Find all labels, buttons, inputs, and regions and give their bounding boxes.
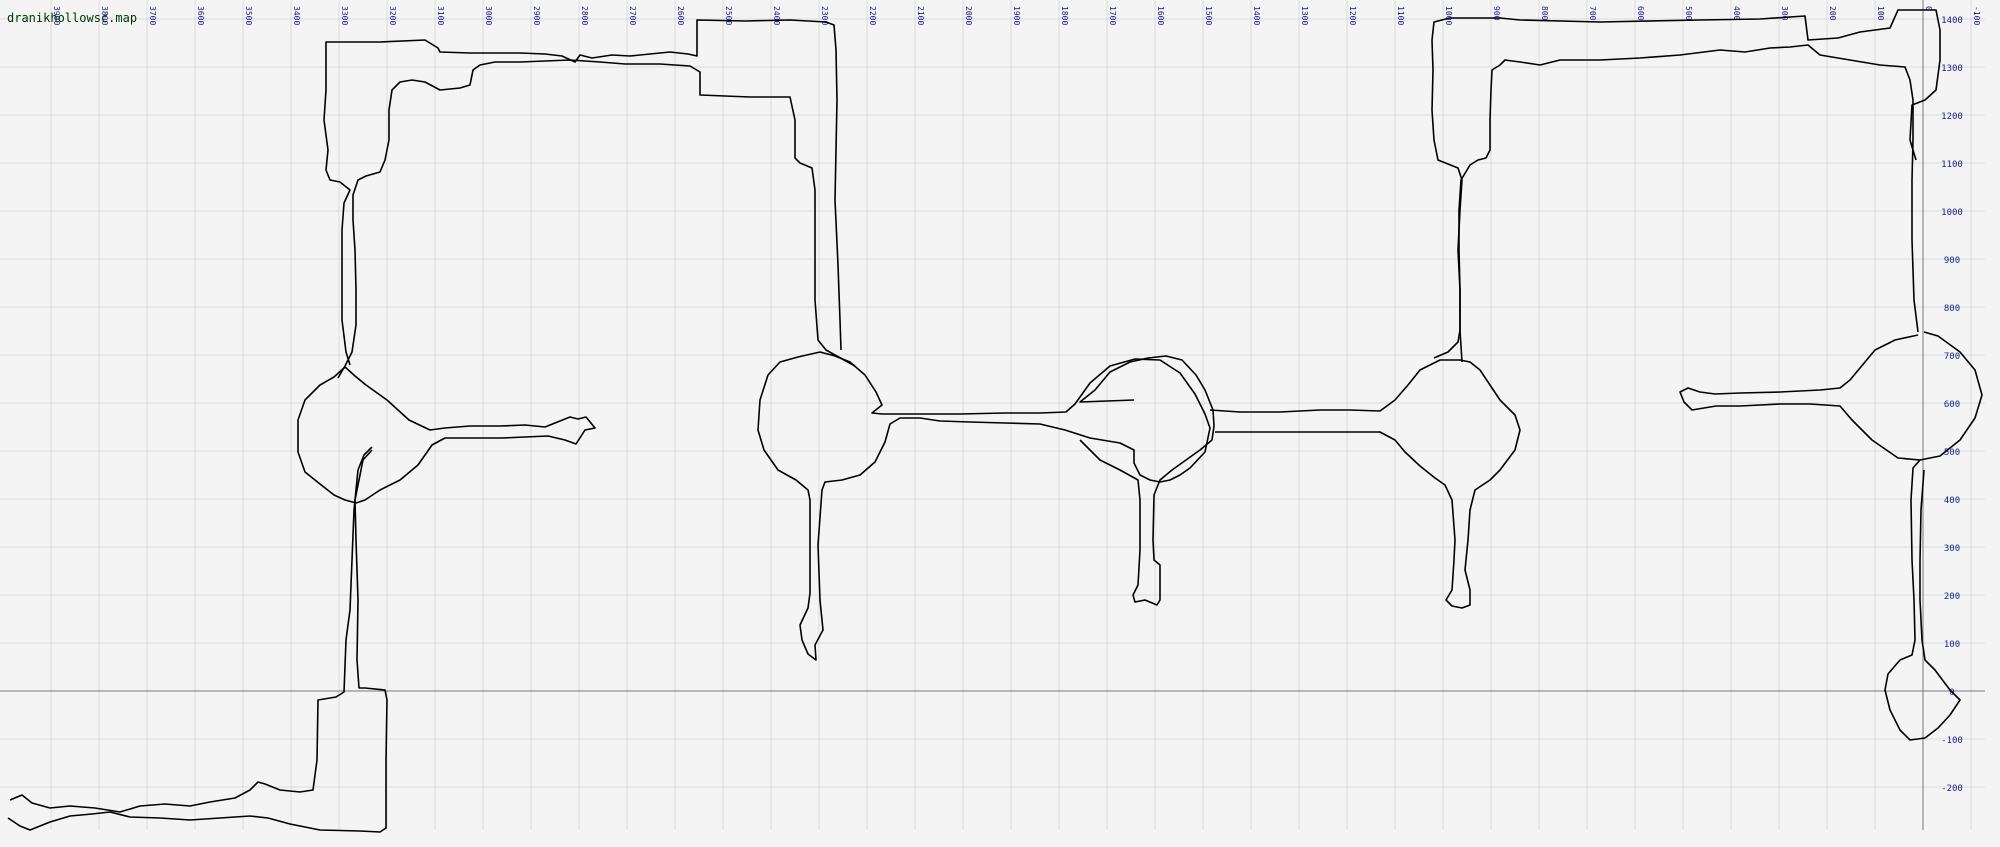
wall-east-outer — [1431, 9, 1941, 359]
y-tick-label: -100 — [1941, 736, 1963, 746]
x-tick-label: 1300 — [1300, 6, 1309, 25]
x-tick-label: 2100 — [916, 6, 925, 25]
x-tick-label: 2000 — [964, 6, 973, 25]
y-tick-label: 900 — [1944, 256, 1960, 266]
map-filename: dranikhollowsc.map — [7, 11, 137, 25]
grid-vertical-lines — [50, 0, 1972, 830]
x-tick-label: 3700 — [148, 6, 157, 25]
x-tick-label: 200 — [1828, 6, 1837, 21]
y-tick-labels: 1400 1300 1200 1100 1000 900 800 700 600 500 400 30… — [1941, 16, 1963, 794]
x-tick-label: 800 — [1540, 6, 1549, 21]
x-tick-label: 2200 — [868, 6, 877, 25]
wall-west-room — [297, 366, 596, 504]
x-tick-label: 600 — [1636, 6, 1645, 21]
x-tick-label: 3500 — [244, 6, 253, 25]
x-tick-label: 1800 — [1060, 6, 1069, 25]
x-tick-label: 1900 — [1012, 6, 1021, 25]
y-tick-label: 800 — [1944, 304, 1960, 314]
wall-center-room — [1079, 355, 1215, 606]
wall-east-room — [1679, 331, 1983, 461]
x-tick-label: 500 — [1684, 6, 1693, 21]
y-tick-label: 1200 — [1941, 112, 1963, 122]
x-tick-label: 2700 — [628, 6, 637, 25]
x-tick-label: 3900 — [52, 6, 61, 25]
x-tick-label: 2900 — [532, 6, 541, 25]
y-tick-label: 1400 — [1941, 16, 1963, 26]
x-tick-label: 3000 — [484, 6, 493, 25]
wall-east-south — [1884, 459, 1961, 741]
y-tick-label: -200 — [1941, 784, 1963, 794]
x-tick-label: 3300 — [340, 6, 349, 25]
wall-entrance-upper — [9, 446, 373, 813]
y-tick-label: 1000 — [1941, 208, 1963, 218]
y-tick-label: 600 — [1944, 400, 1960, 410]
wall-east-corridor — [1458, 44, 1919, 363]
x-tick-label: 3800 — [100, 6, 109, 25]
x-tick-label: 3600 — [196, 6, 205, 25]
x-tick-label: 2500 — [724, 6, 733, 25]
x-tick-label: 1700 — [1108, 6, 1117, 25]
x-tick-label: 2800 — [580, 6, 589, 25]
x-tick-label: 3200 — [388, 6, 397, 25]
x-tick-label: 3100 — [436, 6, 445, 25]
y-tick-label: 1300 — [1941, 64, 1963, 74]
y-tick-label: 700 — [1944, 352, 1960, 362]
x-tick-label: 300 — [1780, 6, 1789, 21]
x-tick-label: 400 — [1732, 6, 1741, 21]
wall-central-east-room — [1209, 359, 1521, 609]
zone-walls — [7, 9, 1983, 833]
x-tick-label: 3400 — [292, 6, 301, 25]
grid-horizontal-lines — [0, 18, 1985, 788]
y-tick-label: 100 — [1944, 640, 1960, 650]
y-tick-label: 200 — [1944, 592, 1960, 602]
x-tick-label: 1500 — [1204, 6, 1213, 25]
wall-central-west-room — [757, 351, 1211, 661]
x-tick-label: 1400 — [1252, 6, 1261, 25]
y-tick-label: 500 — [1944, 448, 1960, 458]
x-tick-label: 2600 — [676, 6, 685, 25]
x-tick-label: 0 — [1924, 6, 1933, 11]
x-tick-label: 1600 — [1156, 6, 1165, 25]
x-tick-label: 100 — [1876, 6, 1885, 21]
wall-entrance-lower — [7, 449, 388, 833]
wall-northwest-corridor — [337, 59, 856, 379]
x-tick-label: 1100 — [1396, 6, 1405, 25]
wall-northwest-outer — [323, 19, 842, 366]
x-tick-label: 2400 — [772, 6, 781, 25]
x-tick-label: 900 — [1492, 6, 1501, 21]
y-tick-label: 1100 — [1941, 160, 1963, 170]
x-tick-label: 700 — [1588, 6, 1597, 21]
x-tick-label: 2300 — [820, 6, 829, 25]
x-tick-label: -100 — [1972, 6, 1981, 25]
x-tick-label: 1000 — [1444, 6, 1453, 25]
x-tick-label: 1200 — [1348, 6, 1357, 25]
y-tick-label: 300 — [1944, 544, 1960, 554]
y-tick-label: 400 — [1944, 496, 1960, 506]
